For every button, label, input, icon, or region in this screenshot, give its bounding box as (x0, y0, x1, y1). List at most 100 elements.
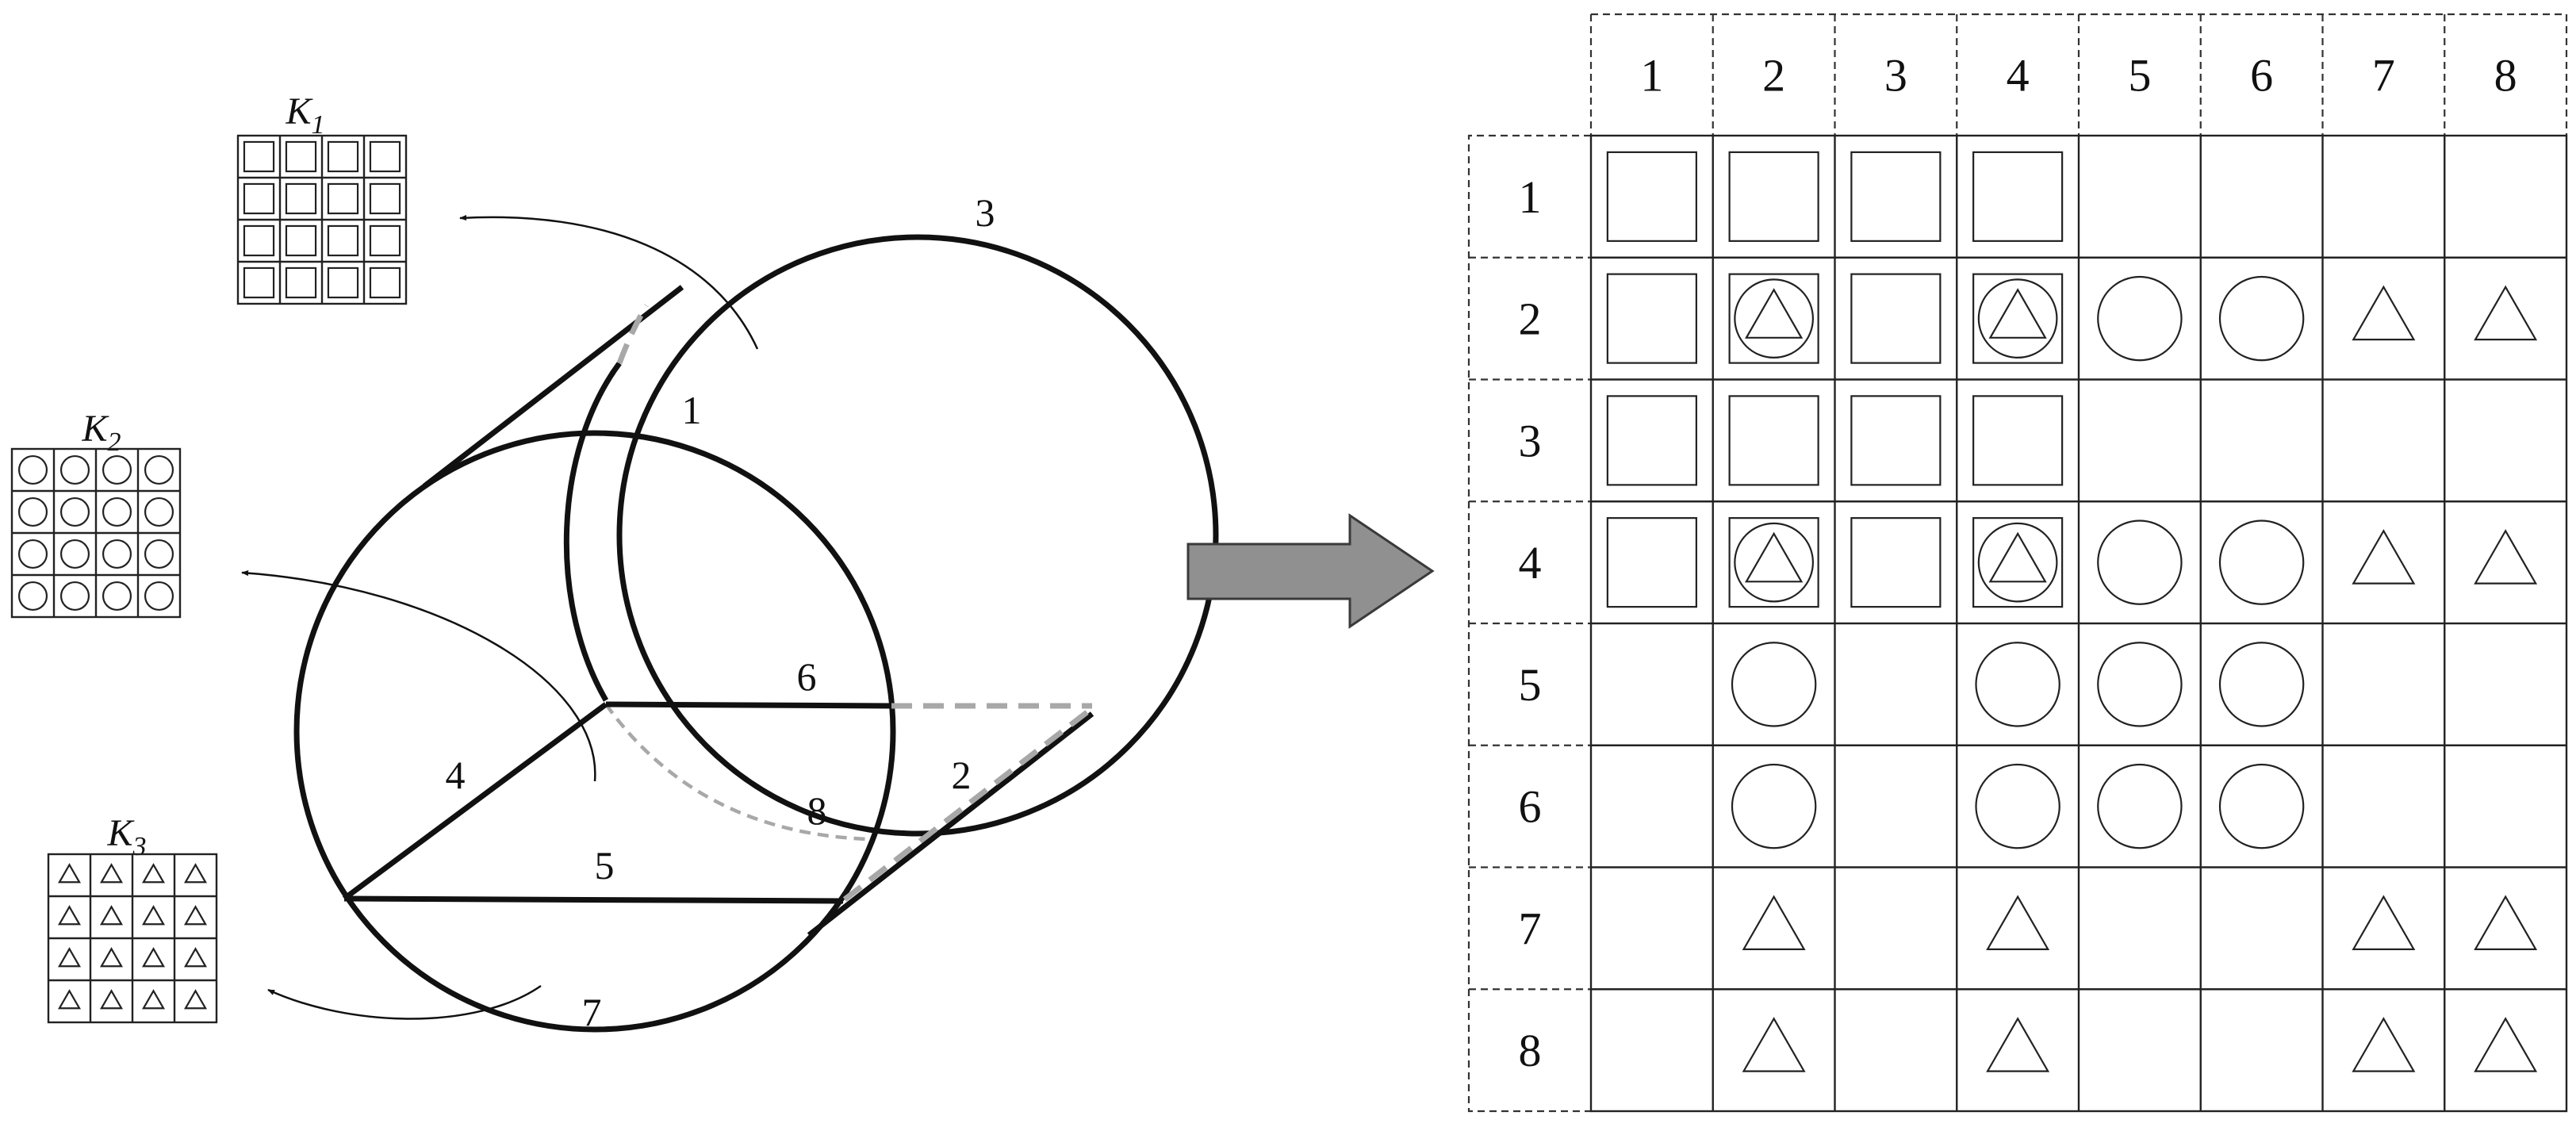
square-symbol (1606, 273, 1697, 364)
column-header-label: 1 (1640, 50, 1663, 102)
triangle-symbol (183, 905, 208, 926)
kernel-cell-symbol (102, 581, 132, 612)
square-symbol (369, 140, 401, 173)
triangle-symbol (2474, 1017, 2538, 1072)
circle-symbol (1734, 278, 1815, 359)
triangle-symbol (183, 989, 208, 1010)
kernel-cell-symbol (99, 947, 124, 968)
matrix-cell-symbol (1850, 151, 1942, 242)
square-symbol (327, 140, 359, 173)
kernel-cell-symbol (243, 140, 275, 173)
kernel-cell-symbol (243, 266, 275, 299)
edge-1-hidden-arc (616, 304, 650, 365)
row-header-label: 6 (1519, 781, 1542, 833)
kernel-cell-symbol (57, 989, 82, 1010)
square-symbol (327, 224, 359, 257)
square-symbol (327, 182, 359, 215)
triangle-symbol (2474, 285, 2538, 341)
kernel-cell-symbol (57, 905, 82, 926)
circle-symbol (2097, 763, 2183, 849)
matrix-cell-symbol (1728, 273, 1819, 364)
row-header-label: 5 (1519, 659, 1542, 711)
matrix-cell-symbol (2352, 529, 2416, 585)
circle-symbol (1734, 522, 1815, 603)
matrix-cell-symbol (1972, 151, 2064, 242)
matrix-cell-symbol (1850, 395, 1942, 486)
triangle-symbol (1986, 1017, 2050, 1072)
matrix-cell-symbol (2352, 285, 2416, 341)
triangle-symbol (2474, 895, 2538, 950)
row-header-label: 3 (1519, 415, 1542, 466)
kernel-cell-symbol (59, 539, 90, 569)
circle-symbol (2218, 275, 2305, 362)
matrix-cell-symbol (1728, 395, 1819, 486)
triangle-symbol (2352, 1017, 2416, 1072)
kernel-cell-symbol (327, 266, 359, 299)
matrix-cell-symbol (1986, 1017, 2050, 1072)
circle-symbol (102, 454, 132, 485)
matrix-cell-symbol (2097, 519, 2183, 605)
kernel-cell-symbol (59, 581, 90, 612)
circle-symbol (1977, 522, 2058, 603)
edge-label-3: 3 (976, 190, 995, 235)
matrix-cell-symbol (2474, 285, 2538, 341)
kernel-cell-symbol (183, 947, 208, 968)
square-symbol (1850, 395, 1942, 486)
circle-symbol (1975, 642, 2060, 727)
matrix-cell-symbol (1972, 395, 2064, 486)
triangle-symbol (57, 905, 82, 926)
triangle-symbol (57, 947, 82, 968)
kernel-cell-symbol (243, 182, 275, 215)
row-header-label: 8 (1519, 1025, 1542, 1076)
square-symbol (1606, 517, 1697, 608)
triangle-symbol (99, 989, 124, 1010)
circle-symbol (59, 454, 90, 485)
circle-symbol (59, 539, 90, 569)
circle-symbol (102, 496, 132, 527)
kernel-cell-symbol (141, 947, 166, 968)
kernel-k1: K1 (236, 90, 408, 305)
kernel-cell-symbol (102, 496, 132, 527)
triangle-symbol (57, 863, 82, 884)
matrix-cell-symbol (1742, 1017, 1806, 1072)
row-header-label: 2 (1519, 293, 1542, 345)
circle-symbol (144, 581, 174, 612)
square-symbol (369, 224, 401, 257)
edge-1-arc (563, 361, 622, 702)
circle-symbol (17, 539, 48, 569)
square-symbol (1972, 273, 2064, 364)
arrow-to-k2 (241, 569, 596, 782)
kernel-cell-symbol (17, 496, 48, 527)
edge-label-8: 8 (807, 788, 827, 833)
kernel-cell-symbol (327, 182, 359, 215)
matrix-cell-symbol (2218, 519, 2305, 605)
matrix-cell-symbol (1728, 517, 1819, 608)
triangle-symbol (183, 947, 208, 968)
triangle-symbol (2352, 895, 2416, 950)
matrix-cell-symbol (2352, 895, 2416, 950)
column-header-border (1589, 13, 2568, 136)
circle-symbol (2218, 642, 2305, 727)
square-symbol (1728, 517, 1819, 608)
row-header-label: 4 (1519, 537, 1542, 589)
triangle-symbol (1986, 895, 2050, 950)
edge-label-4: 4 (446, 753, 466, 797)
square-symbol (243, 266, 275, 299)
kernel-cell-symbol (57, 863, 82, 884)
triangle-symbol (141, 989, 166, 1010)
matrix-cell-symbol (2218, 275, 2305, 362)
triangle-symbol (1745, 531, 1804, 583)
triangle-symbol (2474, 529, 2538, 585)
cylinder-top-tangent (422, 285, 684, 489)
edge-2-hidden-line (842, 706, 1094, 902)
circle-symbol (17, 454, 48, 485)
matrix-cell-symbol (1606, 273, 1697, 364)
triangle-symbol (57, 989, 82, 1010)
kernel-cell-symbol (102, 454, 132, 485)
matrix-cell-symbol (1850, 517, 1942, 608)
arrow-to-k1 (459, 214, 759, 350)
column-header-label: 2 (1762, 50, 1785, 102)
matrix-cell-symbol (1606, 395, 1697, 486)
triangle-symbol (1988, 288, 2047, 339)
triangle-symbol (141, 947, 166, 968)
